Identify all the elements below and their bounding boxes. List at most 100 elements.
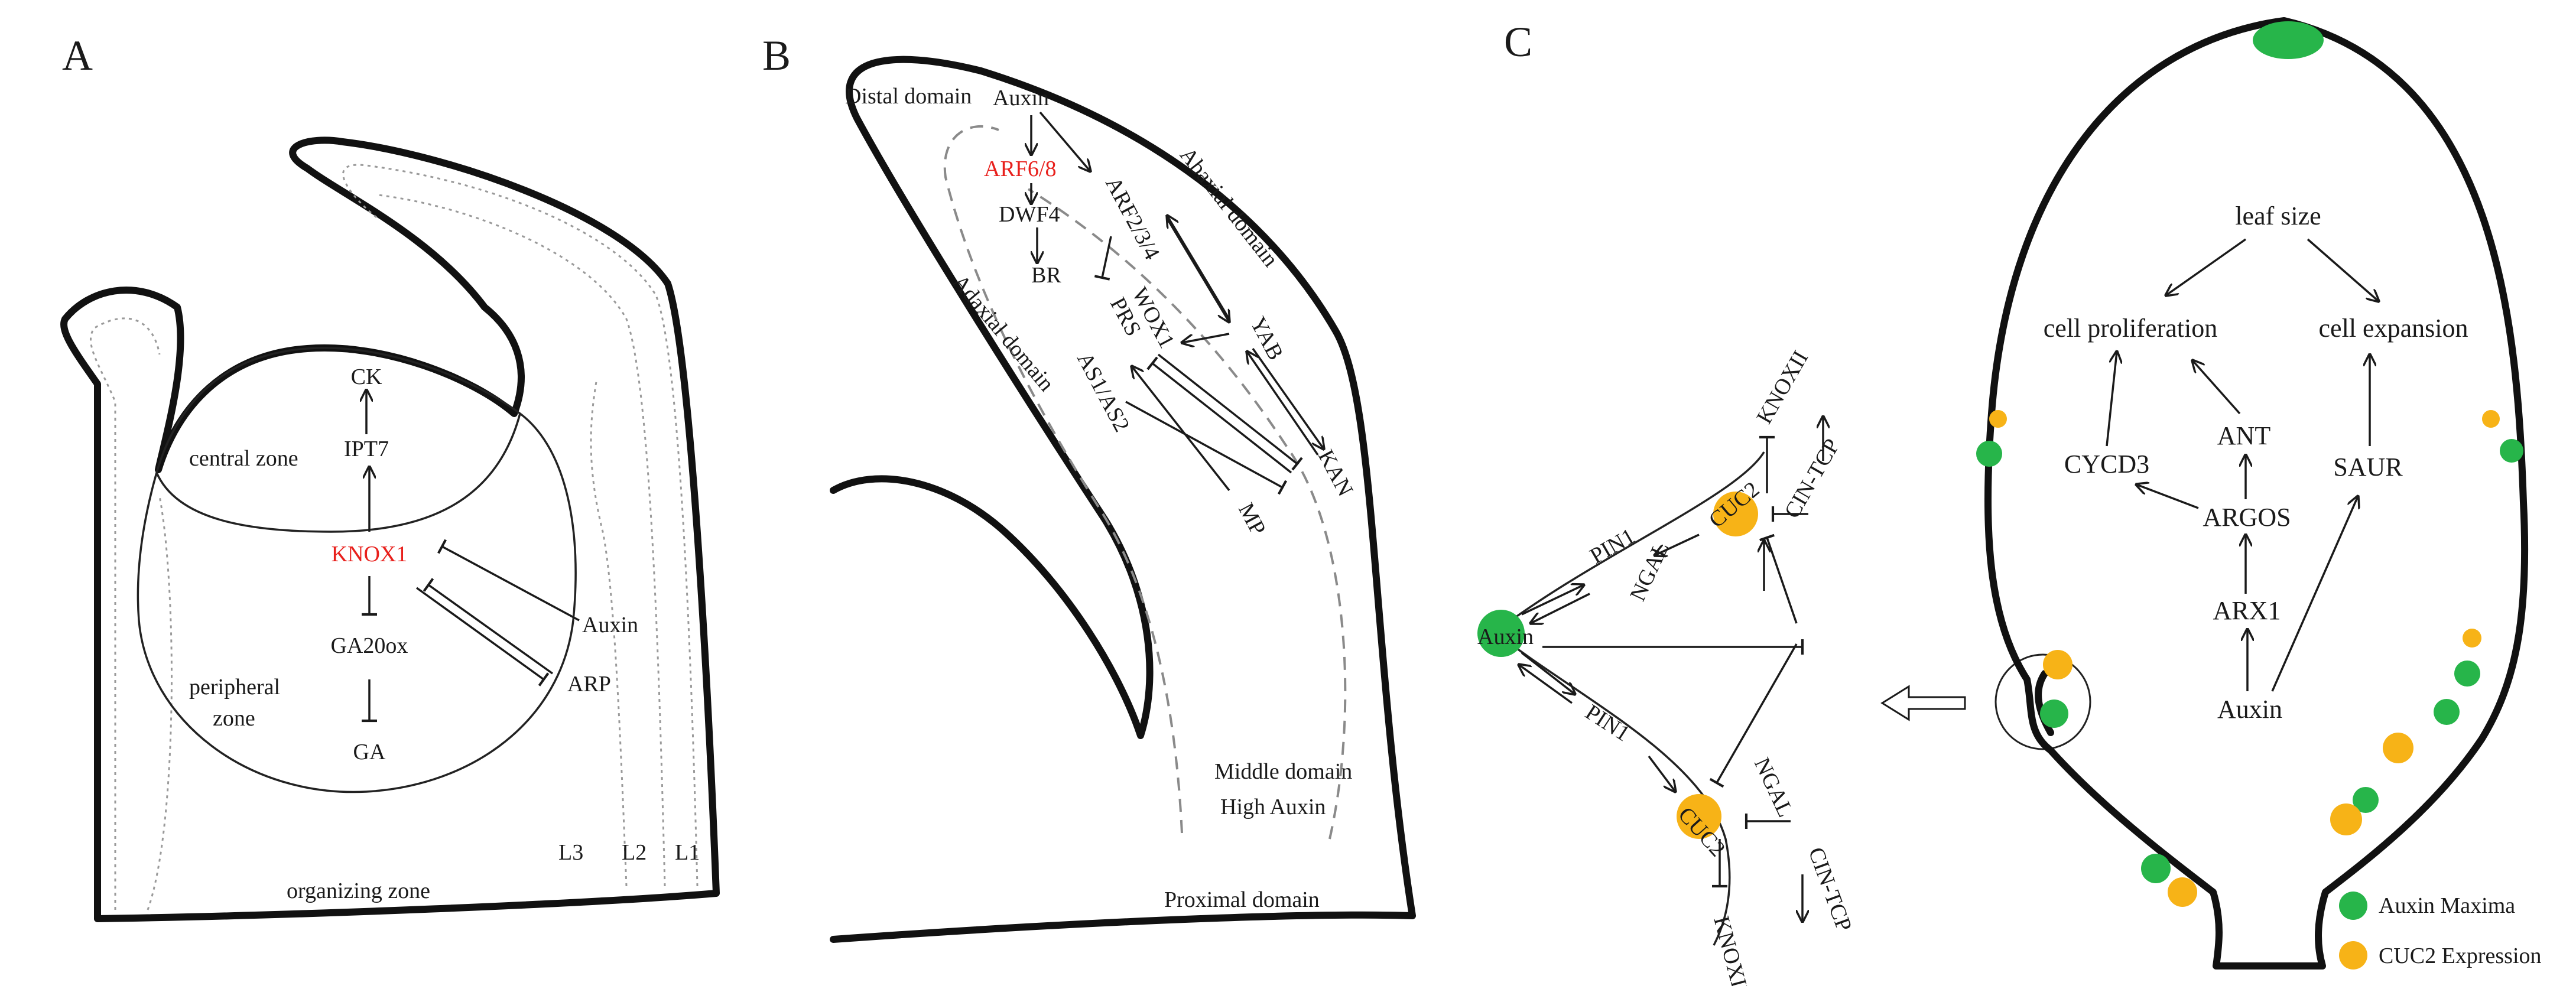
distal-domain-label: Distal domain [845,84,972,109]
legend: Auxin Maxima CUC2 Expression [2339,892,2542,970]
middle-domain-outer [1027,188,1347,840]
leaf-sinus-notch [2035,670,2054,736]
auxin-maximum-margin [2353,787,2379,813]
arrow-auxin-pin1-bottom [1521,652,1575,694]
gene-as1as2: AS1/AS2 [1072,349,1134,436]
arrow-pin1-auxin-top [1531,593,1590,623]
legend-cuc2-label: CUC2 Expression [2379,944,2542,968]
arrow-yab-wox1 [1182,333,1230,343]
inhibit-ngal-cuc2-top [1759,533,1798,624]
legend-auxin-swatch [2339,892,2367,920]
node-auxin-leaf: Auxin [2217,695,2282,724]
arrow-arf234-yab [1166,218,1229,322]
auxin-maximum-tip [2253,21,2324,59]
gene-knoxii-bottom: KNOXII [1708,913,1753,986]
inhibit-wox1-kan [1157,353,1303,471]
arrow-leafsize-proliferation [2166,238,2247,295]
tunica-layer-l2 [147,194,666,910]
zoom-circle [1994,653,2091,750]
gene-arp: ARP [567,672,611,697]
gene-mp: MP [1233,499,1271,539]
cuc2-domain-bottom [1677,794,1721,839]
panel-c-letter: C [1504,18,1532,66]
gene-br: BR [1031,263,1061,288]
tunica-layer-l1 [89,164,699,910]
central-zone-boundary [155,413,521,533]
arrow-leafsize-expansion [2307,238,2379,301]
gene-knoxii-top: KNOXII [1752,347,1813,428]
gene-auxin-a: Auxin [582,613,638,637]
arrow-argos-cycd3 [2136,484,2199,509]
gene-knox1: KNOX1 [332,542,408,567]
peripheral-zone-label-1: peripheral [189,675,280,700]
gene-ga20ox: GA20ox [331,633,408,658]
arrow-kan-yab [1247,352,1319,456]
panel-a-letter: A [62,32,93,79]
node-arx1: ARX1 [2213,596,2281,625]
meristem-outline [60,136,720,922]
auxin-maximum-margin [2040,700,2068,728]
cuc2-expression-margin [2463,629,2481,648]
node-saur: SAUR [2333,453,2403,482]
auxin-maximum-margin [2141,854,2171,883]
auxin-maximum-margin [1976,441,2002,467]
organizing-zone-label: organizing zone [287,879,430,903]
arrow-yab-kan [1252,347,1324,449]
gene-ck: CK [351,365,382,389]
panel-b: B Distal domain Abaxial domain Adaxial d… [762,32,1416,943]
gene-auxin-sinus: Auxin [1477,624,1534,649]
central-zone-label: central zone [189,446,298,471]
gene-yab: YAB [1245,313,1288,365]
layer-l3-label: L3 [558,840,583,865]
inhibit-auxin-knox1 [437,539,580,622]
gene-auxin-b: Auxin [993,86,1049,110]
gene-ga: GA [353,740,386,764]
gene-cintcp-bottom: CIN-TCP [1804,844,1857,935]
node-leaf-size: leaf size [2235,201,2321,230]
auxin-maximum-margin [2500,439,2523,463]
gene-arf68: ARF6/8 [984,157,1056,181]
arrow-pin1-cuc2-bottom [1648,755,1675,792]
gene-kan: KAN [1313,446,1358,500]
tunica-layer-l3 [590,378,628,887]
panel-a: A central zone peripheral zone organizin… [60,32,720,922]
node-cell-proliferation: cell proliferation [2044,314,2217,343]
middle-domain-label-1: Middle domain [1214,759,1352,784]
layer-l1-label: L1 [675,840,700,865]
node-argos: ARGOS [2203,503,2291,532]
leaf-primordium-outline [830,56,1416,943]
inhibit-arp-knox1 [423,578,554,675]
cuc2-expression-margin [2043,650,2073,679]
gene-arf234: ARF2/3/4 [1100,173,1164,264]
arrow-auxin-saur [2271,496,2358,692]
gene-dwf4: DWF4 [999,202,1060,227]
auxin-maximum-margin [2454,661,2480,687]
proximal-domain-label: Proximal domain [1164,887,1320,912]
middle-domain-inner [943,125,1183,834]
peripheral-zone-label-2: zone [213,706,255,731]
cuc2-expression-margin [2383,733,2413,763]
inhibit-arf234-br [1094,236,1112,281]
gene-pin1-bottom: PIN1 [1581,700,1634,746]
gene-ngal-bottom: NGAL [1749,754,1798,821]
cuc2-expression-margin [2482,410,2500,428]
arrow-auxin-arf234 [1039,111,1090,171]
legend-auxin-label: Auxin Maxima [2379,893,2515,918]
inhibit-knox1-arp [415,587,550,687]
cuc2-expression-margin [2168,877,2197,907]
layer-l2-label: L2 [622,840,647,865]
adaxial-domain-label: Adaxial domain [947,270,1059,396]
arrow-cycd3-proliferation [2106,352,2117,447]
cuc2-expression-margin [2330,803,2362,835]
inhibit-ngal-cuc2-bottom [1709,643,1798,788]
cuc2-expression-margin [1989,410,2007,428]
central-zone-circle [137,347,577,793]
arrow-auxin-pin1-top [1521,585,1584,616]
gene-cintcp-top: CIN-TCP [1779,435,1844,523]
node-ant: ANT [2217,421,2271,450]
legend-cuc2-swatch [2339,941,2367,970]
auxin-maximum-sinus [1477,610,1525,657]
panel-b-letter: B [762,32,791,79]
